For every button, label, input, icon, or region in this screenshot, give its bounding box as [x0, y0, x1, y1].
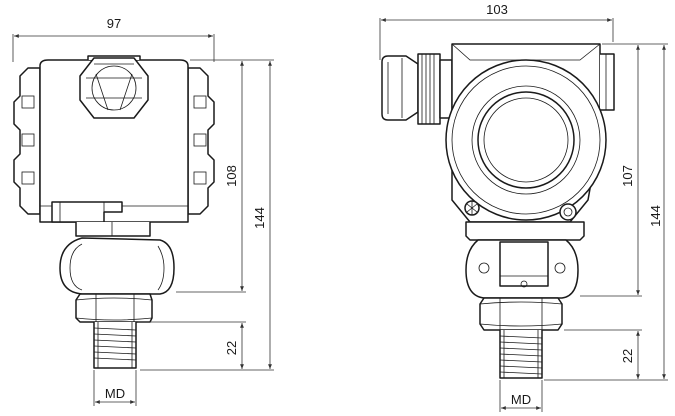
front-housing [13, 55, 215, 237]
side-total-height-dimension: 144 [544, 45, 668, 381]
side-thread-length-label: 22 [620, 349, 635, 363]
side-width-dimension: 103 [379, 2, 614, 60]
side-thread-diameter-dimension: MD [499, 380, 543, 412]
front-sensor-module [59, 237, 175, 295]
front-width-dimension: 97 [12, 16, 215, 62]
side-cable-gland [381, 53, 453, 125]
front-thread-length-dimension: 22 [138, 321, 246, 369]
front-total-height-dimension: 144 [140, 59, 274, 371]
front-thread [93, 322, 137, 369]
side-body-height-dimension: 107 [580, 43, 668, 297]
side-total-height-label: 144 [648, 205, 663, 227]
side-thread-label: MD [511, 392, 531, 407]
front-total-height-label: 144 [252, 207, 267, 229]
side-housing [445, 43, 615, 241]
side-sensor-module [465, 239, 579, 299]
side-width-label: 103 [486, 2, 508, 17]
front-body-height-label: 108 [224, 165, 239, 187]
front-width-label: 97 [107, 16, 121, 31]
side-hex-nut [479, 297, 563, 331]
front-thread-diameter-dimension: MD [93, 370, 137, 406]
front-body-height-dimension: 108 [176, 59, 246, 293]
side-thread-length-dimension: 22 [564, 329, 642, 379]
side-body-height-label: 107 [620, 165, 635, 187]
front-thread-length-label: 22 [224, 341, 239, 355]
front-thread-label: MD [105, 386, 125, 401]
side-view: 103 [379, 2, 668, 412]
front-hex-nut [75, 293, 153, 323]
front-view: 97 [12, 16, 274, 406]
side-thread [499, 330, 543, 379]
